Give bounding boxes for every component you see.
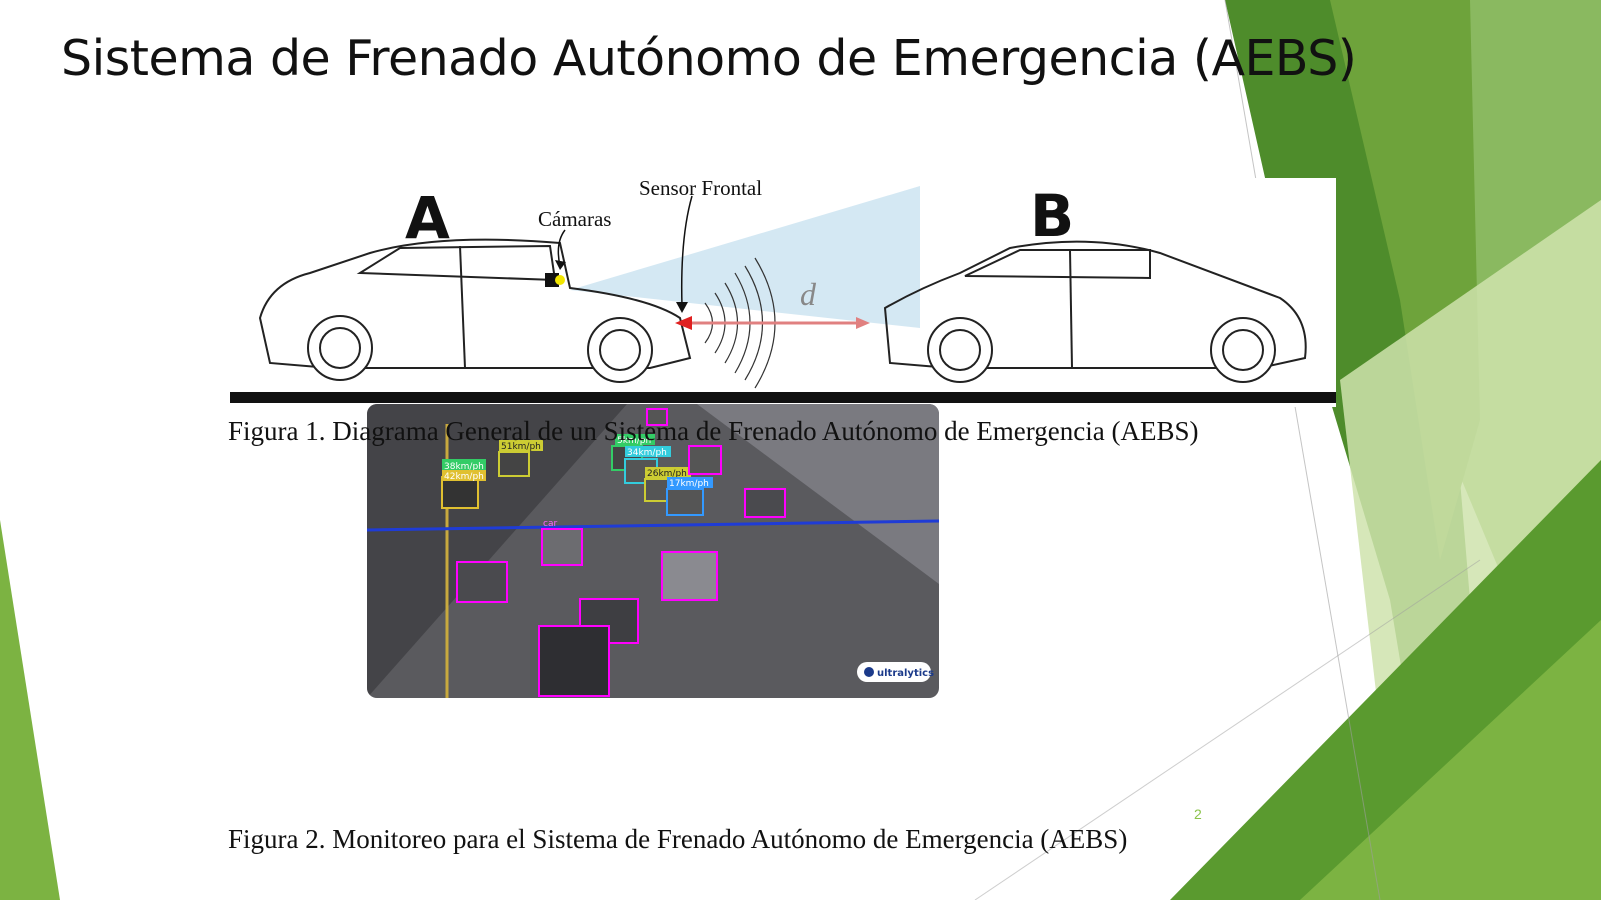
camera-label: Cámaras [538,207,611,231]
camera-icon [545,273,559,287]
car-b-label: B [1030,182,1074,250]
road-wall [697,404,939,584]
detection-label-bg [442,470,486,481]
detection-label-bg [499,440,543,451]
slide-title: Sistema de Frenado Autónomo de Emergenci… [61,30,1357,87]
detection-label-bg [645,467,691,478]
detection-label: 26km/ph [647,469,687,479]
bg-line-2 [974,559,1481,900]
figure2-caption: Figura 2. Monitoreo para el Sistema de F… [228,824,1128,854]
road-left-dark-area [367,404,627,698]
detection-box [744,488,786,518]
car-b-illustration [883,240,1307,383]
detection-box [661,551,718,601]
figure2-traffic-monitoring: 38km/ph 42km/ph 51km/ph 5km/ph 34km/ph 2… [367,404,939,698]
car-a-label: A [405,184,450,252]
detection-label-bg [442,459,486,471]
detection-box [538,625,610,697]
detection-label-bg [615,434,655,445]
detection-label: car [543,519,557,529]
detection-box [456,561,508,603]
detection-box [666,488,704,516]
bg-line-1 [1224,0,1381,900]
ultralytics-logo-badge [857,662,931,682]
detection-label: 5km/ph [617,436,651,446]
counting-line [367,519,939,532]
detection-label: 38km/ph [444,462,484,472]
distance-label: d [800,276,817,312]
sensor-callout-line [680,195,693,307]
road-line [230,392,1336,403]
distance-arrow-head-right-icon [856,317,870,329]
detection-label-bg [625,446,671,457]
sensor-label: Sensor Frontal [639,178,762,200]
sensor-field-of-view [570,186,920,328]
ultralytics-logo-icon [864,667,874,677]
sensor-callout-arrow-icon [676,302,688,313]
detection-label: 17km/ph [669,479,709,489]
detection-label: 51km/ph [501,442,541,452]
page-number: 2 [1194,806,1202,822]
camera-callout-arrow-icon [555,260,566,270]
detection-label-bg [667,477,713,488]
car-a-illustration [258,238,692,383]
bg-shape-bottom-right-2 [1300,620,1601,900]
figure1-aebs-diagram: d A B Cámaras Sensor Frontal [230,178,1336,407]
distance-arrow-head-left-icon [675,316,692,330]
camera-lens-icon [555,275,565,285]
detection-boxes: 38km/ph 42km/ph 51km/ph 5km/ph 34km/ph 2… [441,408,786,697]
detection-label: 42km/ph [444,472,484,482]
detection-box [646,408,668,426]
figure1-caption: Figura 1. Diagrama General de un Sistema… [228,416,1199,446]
bg-shape-left [0,520,60,900]
detection-label: 34km/ph [627,448,667,458]
detection-box [688,445,722,475]
detection-box [541,528,583,566]
ultralytics-logo-text: ultralytics [877,668,934,679]
detection-box [498,451,530,477]
